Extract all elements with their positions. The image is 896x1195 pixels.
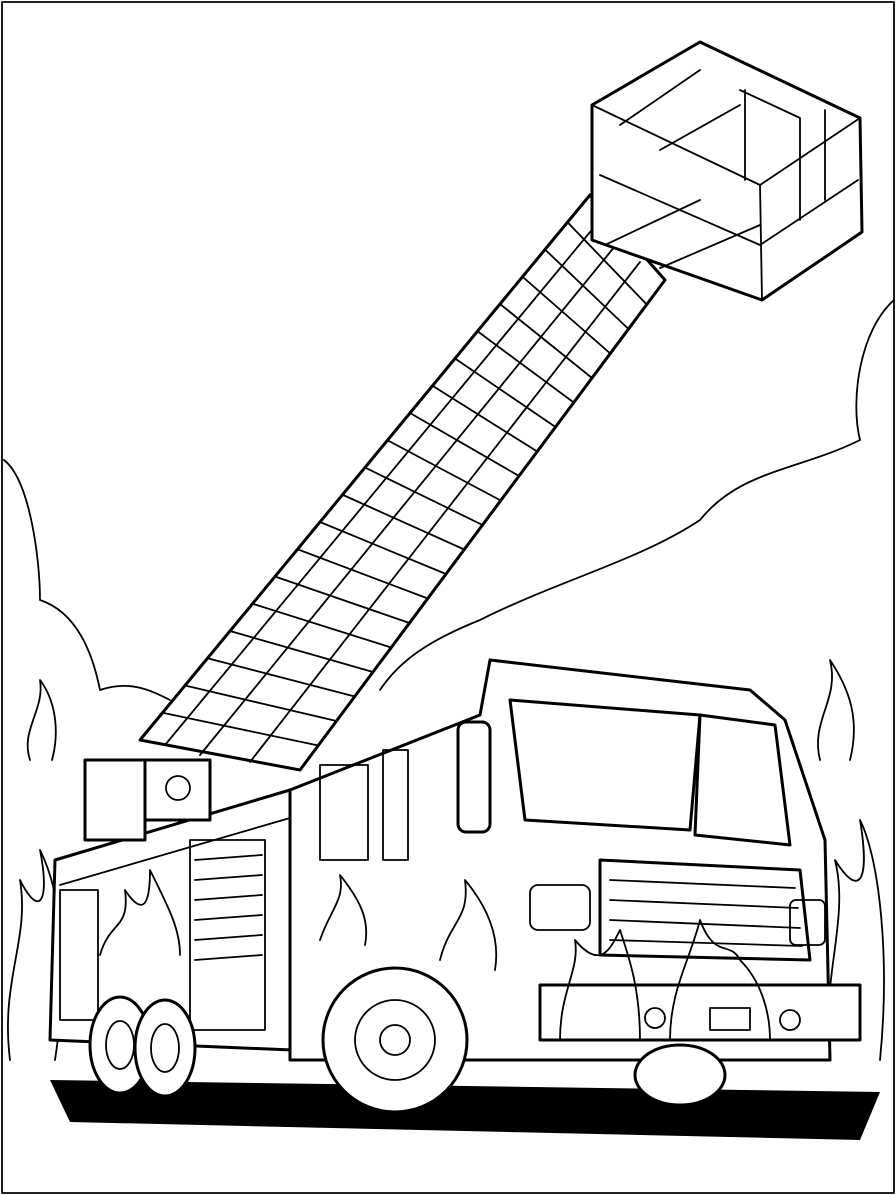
platform-bucket — [590, 40, 864, 302]
ladder-rung — [431, 384, 539, 453]
ladder-rung — [206, 657, 356, 698]
ladder-rung — [476, 330, 575, 404]
ladder-rung — [296, 548, 429, 600]
far-front-wheel — [633, 1043, 727, 1107]
ladder-rung — [499, 303, 593, 379]
ladder-rung — [341, 493, 466, 551]
aerial-ladder — [138, 193, 667, 772]
flame-decals — [99, 869, 771, 1041]
ladder-rung — [544, 248, 630, 330]
front-wheel — [321, 966, 469, 1114]
ladder-rung — [454, 357, 557, 428]
ladder-rung — [251, 602, 393, 649]
ladder-rung — [566, 221, 648, 306]
ladder-rung — [386, 439, 502, 502]
ladder-rung — [229, 630, 374, 673]
smoke-cloud-right — [379, 299, 895, 691]
truck-cab — [288, 658, 862, 1062]
ladder-rung — [184, 684, 338, 722]
ladder-rung — [364, 466, 484, 526]
truck-rear-body — [48, 758, 294, 1052]
wheels — [88, 966, 727, 1114]
ladder-rungs — [161, 221, 648, 747]
smoke-cloud-left — [3, 459, 171, 701]
ladder-rung — [161, 711, 320, 747]
ladder-rung — [274, 575, 411, 624]
ladder-rung — [521, 275, 612, 355]
rear-wheel-2 — [133, 998, 197, 1098]
ladder-rung — [319, 521, 447, 575]
ladder-rung — [409, 412, 520, 477]
